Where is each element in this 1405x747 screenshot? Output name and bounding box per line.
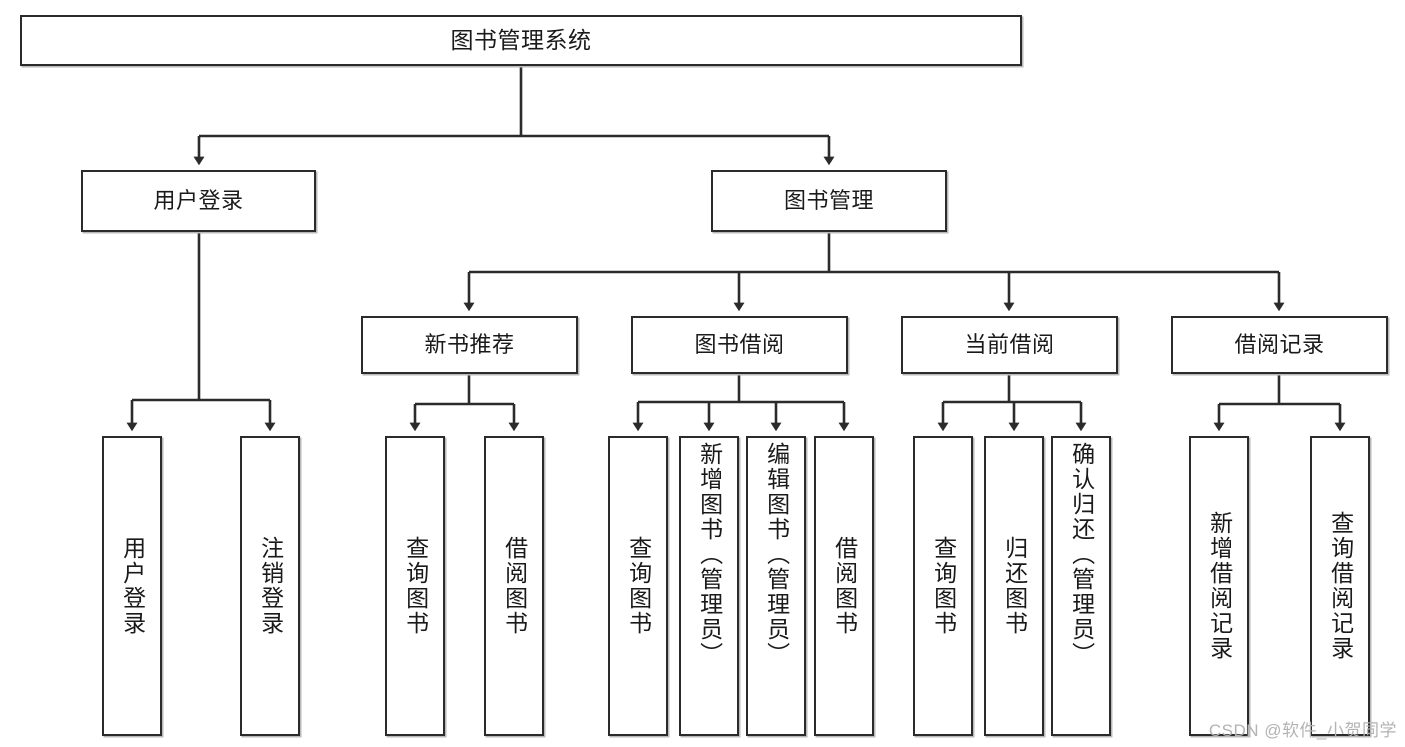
node-leaf-borrow-book-1[interactable]: 借阅图书 [484,436,544,736]
node-borrow-record[interactable]: 借阅记录 [1171,316,1388,374]
node-leaf-confirm-return[interactable]: 确认归还（管理员） [1051,436,1111,736]
node-book-borrow-label: 图书借阅 [694,332,785,357]
node-current-borrow[interactable]: 当前借阅 [901,316,1118,374]
node-leaf-borrow-book-1-label: 借阅图书 [501,536,528,636]
node-leaf-borrow-book-2-label: 借阅图书 [831,536,858,636]
node-leaf-logout-login[interactable]: 注销登录 [240,436,300,736]
node-leaf-query-book-1[interactable]: 查询图书 [385,436,445,736]
node-leaf-query-record[interactable]: 查询借阅记录 [1310,436,1370,736]
node-root-label: 图书管理系统 [450,27,592,53]
node-leaf-query-book-3-label: 查询图书 [930,536,957,636]
node-new-book-rec-label: 新书推荐 [424,332,515,357]
node-leaf-user-login-label: 用户登录 [119,536,146,636]
node-leaf-logout-login-label: 注销登录 [257,536,284,636]
node-leaf-add-book-label: 新增图书（管理员） [696,442,723,667]
node-leaf-query-book-2-label: 查询图书 [625,536,652,636]
node-leaf-edit-book[interactable]: 编辑图书（管理员） [746,436,806,736]
node-leaf-query-book-1-label: 查询图书 [402,536,429,636]
csdn-watermark: CSDN @软件_小贺同学 [1208,721,1397,740]
node-leaf-query-book-2[interactable]: 查询图书 [608,436,668,736]
node-leaf-query-book-3[interactable]: 查询图书 [913,436,973,736]
node-current-borrow-label: 当前借阅 [964,332,1055,357]
node-leaf-user-login[interactable]: 用户登录 [102,436,162,736]
node-root[interactable]: 图书管理系统 [20,15,1022,66]
node-new-book-rec[interactable]: 新书推荐 [361,316,578,374]
node-leaf-query-record-label: 查询借阅记录 [1327,511,1354,661]
node-leaf-add-record-label: 新增借阅记录 [1206,511,1233,661]
node-leaf-add-book[interactable]: 新增图书（管理员） [679,436,739,736]
node-leaf-borrow-book-2[interactable]: 借阅图书 [814,436,874,736]
node-book-manage[interactable]: 图书管理 [711,170,947,232]
node-book-manage-label: 图书管理 [783,188,874,213]
node-user-login[interactable]: 用户登录 [81,170,316,232]
node-leaf-add-record[interactable]: 新增借阅记录 [1189,436,1249,736]
node-leaf-return-book[interactable]: 归还图书 [984,436,1044,736]
node-book-borrow[interactable]: 图书借阅 [631,316,848,374]
node-leaf-edit-book-label: 编辑图书（管理员） [763,442,790,667]
node-leaf-return-book-label: 归还图书 [1001,536,1028,636]
node-user-login-label: 用户登录 [153,188,244,213]
node-borrow-record-label: 借阅记录 [1234,332,1325,357]
node-leaf-confirm-return-label: 确认归还（管理员） [1068,442,1095,667]
